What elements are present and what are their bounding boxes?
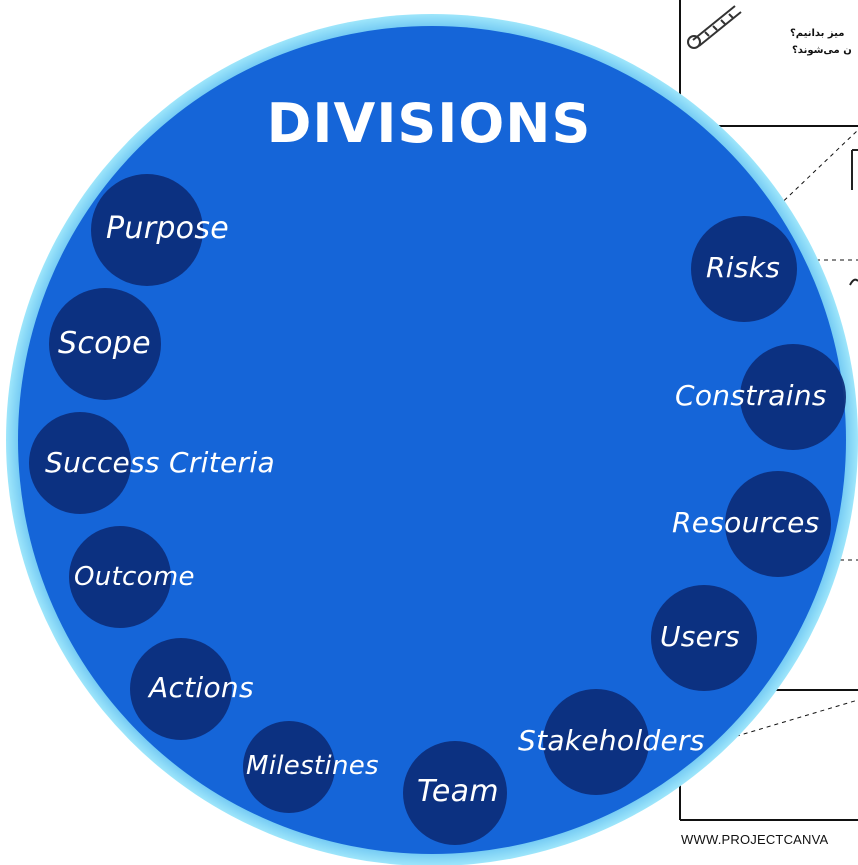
wheel-disc xyxy=(18,26,846,854)
figure-icon xyxy=(849,149,858,286)
division-bubble-actions xyxy=(130,638,232,740)
division-label-constrains: Constrains xyxy=(675,379,827,412)
division-bubble-users xyxy=(651,585,757,691)
division-bubble-stakeholders xyxy=(543,689,649,795)
division-bubble-constrains xyxy=(740,344,846,450)
division-bubble-scope xyxy=(49,288,161,400)
division-bubble-milestines xyxy=(243,721,335,813)
diagram-title: DIVISIONS xyxy=(266,92,592,155)
division-bubble-purpose xyxy=(91,174,203,286)
division-label-stakeholders: Stakeholders xyxy=(518,724,705,757)
division-bubble-outcome xyxy=(69,526,171,628)
division-bubble-team xyxy=(403,741,507,845)
worksheet-text-line-1: میز بدانیم؟ xyxy=(790,28,845,39)
division-bubble-success-criteria xyxy=(29,412,131,514)
division-bubble-risks xyxy=(691,216,797,322)
division-label-users: Users xyxy=(660,620,740,653)
division-bubble-resources xyxy=(725,471,831,577)
division-label-scope: Scope xyxy=(58,326,151,361)
division-label-risks: Risks xyxy=(706,251,781,284)
division-label-outcome: Outcome xyxy=(74,562,195,592)
division-label-resources: Resources xyxy=(672,506,820,539)
thermometer-icon xyxy=(687,5,742,49)
division-label-milestines: Milestines xyxy=(246,751,379,781)
footer-url: WWW.PROJECTCANVA xyxy=(681,832,829,847)
division-label-team: Team xyxy=(417,774,499,809)
worksheet-text-line-2: ن می‌شوند؟ xyxy=(792,45,852,56)
division-label-purpose: Purpose xyxy=(106,211,230,246)
division-label-actions: Actions xyxy=(149,671,254,704)
division-label-success-criteria: Success Criteria xyxy=(45,446,275,479)
